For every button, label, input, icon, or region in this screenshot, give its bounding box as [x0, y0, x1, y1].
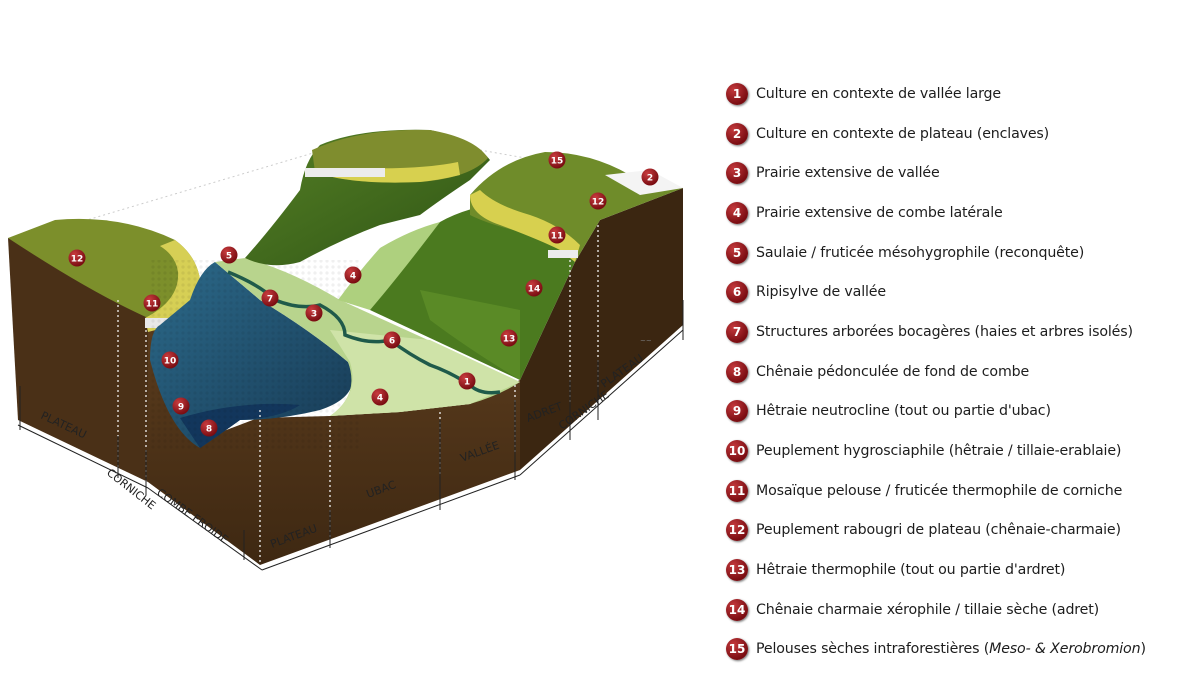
- legend-item: 2 Culture en contexte de plateau (enclave…: [726, 114, 1196, 154]
- legend-label: Structures arborées bocagères (haies et …: [756, 323, 1133, 340]
- marker-8: 8: [200, 419, 218, 437]
- legend-label: Hêtraie neutrocline (tout ou partie d'ub…: [756, 403, 1051, 420]
- legend-badge: 5: [726, 241, 748, 264]
- legend-badge: 10: [726, 440, 748, 463]
- back-cliff-rock: [305, 168, 385, 177]
- svg-text:5: 5: [226, 252, 232, 262]
- svg-text:8: 8: [206, 425, 212, 435]
- legend-label: Peuplement hygrosciaphile (hêtraie / til…: [756, 443, 1122, 460]
- back-hill-cliff: [315, 162, 460, 183]
- legend-item: 4 Prairie extensive de combe latérale: [726, 193, 1196, 233]
- legend-item: 15 Pelouses sèches intraforestières (Meso…: [726, 630, 1196, 670]
- marker-4-upper: 4: [344, 266, 362, 284]
- legend-badge: 13: [726, 559, 748, 582]
- legend-badge: 14: [726, 598, 748, 621]
- marker-12-right: 12: [589, 192, 607, 210]
- svg-text:9: 9: [178, 403, 184, 413]
- legend-badge: 7: [726, 320, 748, 343]
- legend-label: Mosaïque pelouse / fruticée thermophile …: [756, 482, 1123, 499]
- svg-text:4: 4: [377, 394, 383, 404]
- legend-badge: 6: [726, 281, 748, 304]
- legend-label: Prairie extensive de vallée: [756, 165, 940, 182]
- svg-text:13: 13: [503, 335, 516, 345]
- legend-label: Culture en contexte de vallée large: [756, 85, 1001, 102]
- marker-1: 1: [458, 372, 476, 390]
- svg-text:4: 4: [350, 272, 356, 282]
- soil-right-face: [520, 188, 683, 470]
- marker-4-lower: 4: [371, 388, 389, 406]
- lateral-combe-meadow: [338, 222, 440, 310]
- legend-label: Chênaie charmaie xérophile / tillaie sèc…: [756, 601, 1100, 618]
- legend-badge: 1: [726, 82, 748, 105]
- legend-badge: 11: [726, 479, 748, 502]
- legend-label: Saulaie / fruticée mésohygrophile (recon…: [756, 244, 1085, 261]
- legend-item: 8 Chênaie pédonculée de fond de combe: [726, 352, 1196, 392]
- legend-label: Peuplement rabougri de plateau (chênaie-…: [756, 522, 1121, 539]
- marker-7: 7: [261, 289, 279, 307]
- legend-item: 10 Peuplement hygrosciaphile (hêtraie / t…: [726, 431, 1196, 471]
- svg-text:6: 6: [389, 337, 395, 347]
- legend-label: Culture en contexte de plateau (enclaves…: [756, 125, 1050, 142]
- legend-badge: 2: [726, 122, 748, 145]
- marker-11-left: 11: [143, 294, 161, 312]
- svg-text:12: 12: [71, 255, 84, 265]
- corniche-right: [470, 190, 580, 262]
- legend-label-prefix: Pelouses sèches intraforestières (: [756, 641, 990, 658]
- legend-label: Hêtraie thermophile (tout ou partie d'ar…: [756, 562, 1066, 579]
- legend-item: 9 Hêtraie neutrocline (tout ou partie d'u…: [726, 392, 1196, 432]
- marker-12-left: 12: [68, 249, 86, 267]
- marker-6: 6: [383, 331, 401, 349]
- marker-2: 2: [641, 168, 659, 186]
- marker-9: 9: [172, 397, 190, 415]
- svg-text:14: 14: [528, 285, 541, 295]
- legend-badge: 3: [726, 162, 748, 185]
- svg-text:3: 3: [311, 310, 317, 320]
- marker-10: 10: [161, 351, 179, 369]
- legend-item: 12 Peuplement rabougri de plateau (chênai…: [726, 511, 1196, 551]
- adret-hetraie: [420, 290, 520, 380]
- marker-11-right: 11: [548, 226, 566, 244]
- legend-badge: 12: [726, 519, 748, 542]
- legend: 1 Culture en contexte de vallée large 2 Cu…: [726, 74, 1196, 669]
- legend-item: 11 Mosaïque pelouse / fruticée thermophil…: [726, 471, 1196, 511]
- marker-13: 13: [500, 329, 518, 347]
- svg-text:12: 12: [592, 198, 605, 208]
- legend-label: Ripisylve de vallée: [756, 284, 886, 301]
- right-cliff-rock: [548, 250, 578, 258]
- legend-item: 1 Culture en contexte de vallée large: [726, 74, 1196, 114]
- artist-signature: ~~: [640, 337, 652, 345]
- legend-item: 6 Ripisylve de vallée: [726, 272, 1196, 312]
- svg-text:11: 11: [551, 232, 564, 242]
- legend-item: 5 Saulaie / fruticée mésohygrophile (reco…: [726, 233, 1196, 273]
- svg-text:11: 11: [146, 300, 159, 310]
- svg-text:1: 1: [464, 378, 470, 388]
- svg-text:10: 10: [164, 357, 177, 367]
- marker-14: 14: [525, 279, 543, 297]
- legend-item: 3 Prairie extensive de vallée: [726, 153, 1196, 193]
- diagram-markers: 12 11 10 9 8 5 7 3 4 6 4 1 15 2 12 11 14…: [68, 151, 659, 437]
- legend-badge: 9: [726, 400, 748, 423]
- legend-label: Prairie extensive de combe latérale: [756, 204, 1003, 221]
- legend-item: 14 Chênaie charmaie xérophile / tillaie s…: [726, 590, 1196, 630]
- legend-badge: 8: [726, 360, 748, 383]
- legend-badge: 15: [726, 638, 748, 661]
- marker-5: 5: [220, 246, 238, 264]
- svg-text:2: 2: [647, 174, 653, 184]
- legend-label-italic: Meso- & Xerobromion: [989, 641, 1141, 658]
- adret-slope: [370, 200, 575, 380]
- block-diagram: ~~ PLATEAU CORNICHE COMBE FROIDE PLATEAU…: [8, 129, 684, 571]
- svg-text:15: 15: [551, 157, 564, 167]
- legend-item: 7 Structures arborées bocagères (haies et…: [726, 312, 1196, 352]
- marker-15: 15: [548, 151, 566, 169]
- legend-item: 13 Hêtraie thermophile (tout ou partie d'…: [726, 550, 1196, 590]
- legend-label: Chênaie pédonculée de fond de combe: [756, 363, 1030, 380]
- marker-3: 3: [305, 304, 323, 322]
- zone-ruler: [17, 300, 684, 571]
- svg-text:7: 7: [267, 295, 273, 305]
- legend-label: Pelouses sèches intraforestières (Meso- …: [756, 641, 1146, 657]
- legend-badge: 4: [726, 201, 748, 224]
- legend-label-suffix: ): [1140, 641, 1146, 658]
